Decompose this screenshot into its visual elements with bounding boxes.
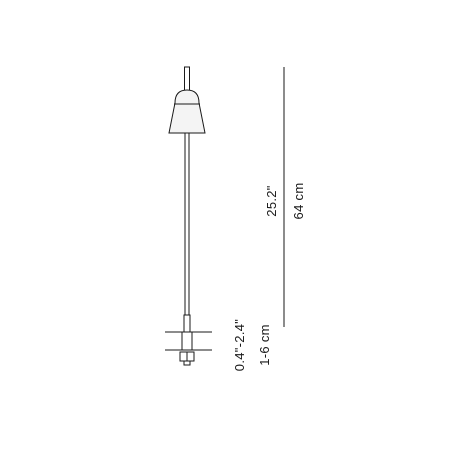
clamp-body xyxy=(181,331,193,351)
lamp-drawing xyxy=(168,66,206,366)
clamp-imperial-label: 0.4"-2.4" xyxy=(232,319,247,371)
height-metric-label: 64 cm xyxy=(291,183,306,220)
lamp-stem xyxy=(184,132,190,316)
table-lines xyxy=(165,331,212,351)
top-rod xyxy=(184,66,190,92)
lower-stem xyxy=(183,314,191,333)
clamp-screw xyxy=(183,360,191,366)
lamp-shade xyxy=(168,89,206,134)
clamp-metric-label: 1-6 cm xyxy=(257,324,272,366)
height-imperial-label: 25.2" xyxy=(264,185,279,217)
